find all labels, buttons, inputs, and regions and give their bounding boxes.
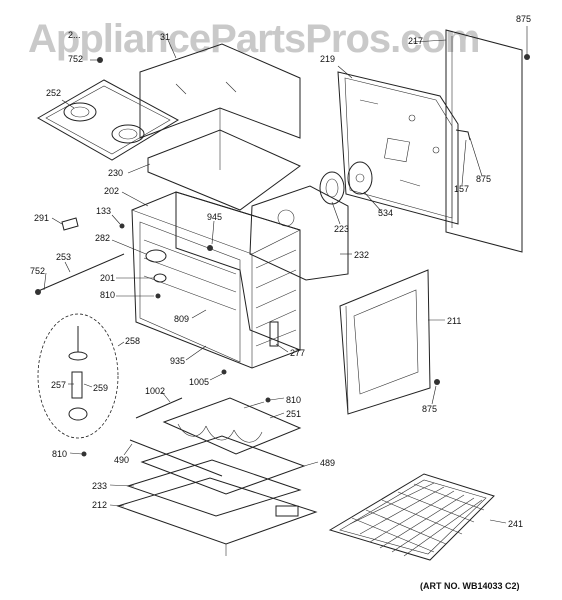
part-31-top-wrapper[interactable] <box>139 43 301 211</box>
part-label-810-mid[interactable]: 810 <box>100 290 115 300</box>
part-217-back-panel[interactable] <box>445 29 523 253</box>
part-label-277[interactable]: 277 <box>290 348 305 358</box>
part-oven-cavity[interactable] <box>131 191 301 369</box>
part-label-253[interactable]: 253 <box>56 252 71 262</box>
part-945-screw[interactable] <box>207 245 213 251</box>
part-label-219[interactable]: 219 <box>320 54 335 64</box>
part-label-1005[interactable]: 1005 <box>189 377 209 387</box>
part-label-217[interactable]: 217 <box>408 36 423 46</box>
part-251-bake-element[interactable] <box>162 397 302 455</box>
part-label-233[interactable]: 233 <box>92 481 107 491</box>
part-233-oven-bottom[interactable] <box>126 459 302 517</box>
part-1005-screw[interactable] <box>221 369 227 375</box>
part-810-screw-low[interactable] <box>81 451 87 457</box>
part-133-screw[interactable] <box>119 223 125 229</box>
part-labels: 875 217 219 2... 752 31 252 230 202 133 291 945 223 5… <box>30 14 531 529</box>
part-label-490[interactable]: 490 <box>114 455 129 465</box>
part-211-door[interactable] <box>339 269 431 415</box>
part-label-223[interactable]: 223 <box>334 224 349 234</box>
part-490-trim[interactable] <box>129 439 223 477</box>
part-label-259[interactable]: 259 <box>93 383 108 393</box>
part-label-875-top[interactable]: 875 <box>516 14 531 24</box>
part-label-230[interactable]: 230 <box>108 168 123 178</box>
part-label-875-right[interactable]: 875 <box>476 174 491 184</box>
part-label-945[interactable]: 945 <box>207 212 222 222</box>
part-810-screw-right[interactable] <box>265 397 271 403</box>
part-253-rod[interactable] <box>35 253 125 293</box>
part-label-31[interactable]: 31 <box>160 32 170 42</box>
part-258-igniter-group[interactable] <box>37 313 119 439</box>
part-label-291[interactable]: 291 <box>34 213 49 223</box>
part-label-258[interactable]: 258 <box>125 336 140 346</box>
part-label-534[interactable]: 534 <box>378 208 393 218</box>
part-label-241[interactable]: 241 <box>508 519 523 529</box>
art-number: (ART NO. WB14033 C2) <box>420 581 520 591</box>
part-label-251[interactable]: 251 <box>286 409 301 419</box>
part-label-212[interactable]: 212 <box>92 500 107 510</box>
part-875-screw-top[interactable] <box>524 54 530 60</box>
part-label-252[interactable]: 252 <box>46 88 61 98</box>
part-1002-trim[interactable] <box>135 397 183 419</box>
part-label-935[interactable]: 935 <box>170 356 185 366</box>
part-489-cover[interactable] <box>140 435 306 495</box>
part-277-hinge-receiver[interactable] <box>269 321 279 347</box>
watermark: AppliancePartsPros.com <box>28 17 480 61</box>
part-534-fan-shroud[interactable] <box>347 161 373 195</box>
part-label-232[interactable]: 232 <box>354 250 369 260</box>
part-label-810-r[interactable]: 810 <box>286 395 301 405</box>
part-219-rear-plate[interactable] <box>337 71 459 225</box>
part-label-282[interactable]: 282 <box>95 233 110 243</box>
part-label-875-bot[interactable]: 875 <box>422 404 437 414</box>
leader-lines <box>43 26 528 524</box>
part-label-752-mid[interactable]: 752 <box>30 266 45 276</box>
part-label-809[interactable]: 809 <box>174 314 189 324</box>
part-157-bracket[interactable] <box>455 129 471 141</box>
part-label-211[interactable]: 211 <box>447 316 461 326</box>
part-label-489[interactable]: 489 <box>320 458 335 468</box>
part-252-top-plate[interactable] <box>36 79 180 161</box>
part-241-oven-rack[interactable] <box>328 473 495 561</box>
part-label-157[interactable]: 157 <box>454 184 469 194</box>
part-291-clip[interactable] <box>61 217 79 231</box>
part-875-screw-bot[interactable] <box>434 379 440 385</box>
part-201-connector[interactable] <box>153 273 167 283</box>
part-label-257[interactable]: 257 <box>51 380 66 390</box>
part-label-202[interactable]: 202 <box>104 186 119 196</box>
part-223-fan-blade[interactable] <box>319 171 345 205</box>
part-label-810-low[interactable]: 810 <box>52 449 67 459</box>
part-label-2x[interactable]: 2... <box>68 30 81 40</box>
part-212-bottom-panel[interactable] <box>116 477 318 556</box>
part-810-screw-mid[interactable] <box>155 293 161 299</box>
part-752-nut-mid[interactable] <box>35 289 41 295</box>
part-label-1002[interactable]: 1002 <box>145 386 165 396</box>
part-label-752-top[interactable]: 752 <box>68 54 83 64</box>
part-label-201[interactable]: 201 <box>100 273 115 283</box>
part-282-burner-bracket[interactable] <box>145 249 167 263</box>
part-label-133[interactable]: 133 <box>96 206 111 216</box>
